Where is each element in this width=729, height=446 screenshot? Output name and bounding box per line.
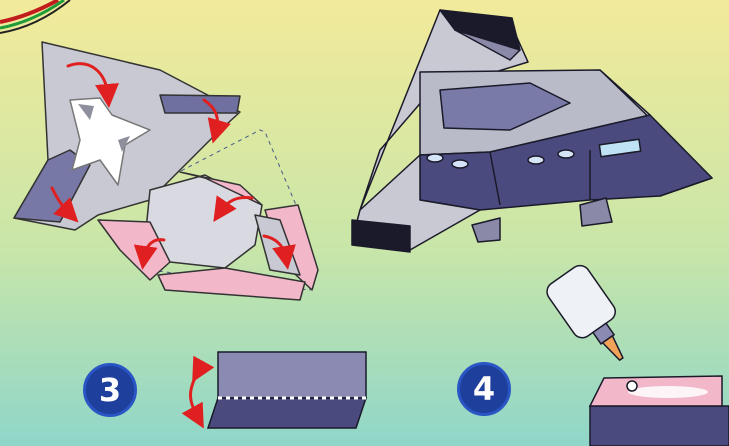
- glue-drop: [626, 380, 638, 392]
- fold-strip-lower: [206, 397, 368, 429]
- ship-landing-strut-left: [471, 217, 501, 243]
- fold-arrow-1: [66, 62, 119, 108]
- glue-base-block: [589, 405, 729, 446]
- fold-arrow-2: [202, 98, 231, 144]
- glue-tab-bottom: [157, 267, 306, 301]
- ship-light-1: [426, 153, 444, 163]
- ship-landing-strut-right: [579, 197, 613, 227]
- fold-arrows: [50, 62, 296, 270]
- fold-arrow-5: [133, 238, 166, 270]
- glue-tab-top: [179, 171, 263, 206]
- fold-arrow-4: [213, 195, 254, 222]
- step-number-badge-3: 3: [83, 363, 137, 417]
- ship-light-4: [557, 149, 575, 159]
- step4-glue-diagram: [546, 264, 729, 446]
- ship-left-engine: [351, 219, 411, 253]
- step3-fold-diagram: [181, 351, 368, 429]
- corner-wire-decoration: [0, 0, 71, 34]
- ship-light-2: [451, 159, 469, 169]
- fold-arrow-6: [262, 234, 296, 270]
- dashed-fold-guide: [95, 129, 311, 291]
- fold-arrow-3: [50, 186, 79, 223]
- ship-light-3: [527, 155, 545, 165]
- fold-strip-upper: [217, 351, 367, 399]
- ship-cockpit-window: [439, 82, 571, 131]
- template-wing-flap-left: [13, 149, 91, 223]
- glue-smear: [628, 386, 708, 398]
- template-wing-flap-top: [159, 94, 241, 114]
- step-number-badge-4: 4: [457, 362, 511, 416]
- fold-direction-arrow: [181, 355, 215, 429]
- assembled-spaceship: [351, 9, 713, 253]
- ship-window-slit: [598, 138, 642, 158]
- glue-bottle: [546, 264, 624, 362]
